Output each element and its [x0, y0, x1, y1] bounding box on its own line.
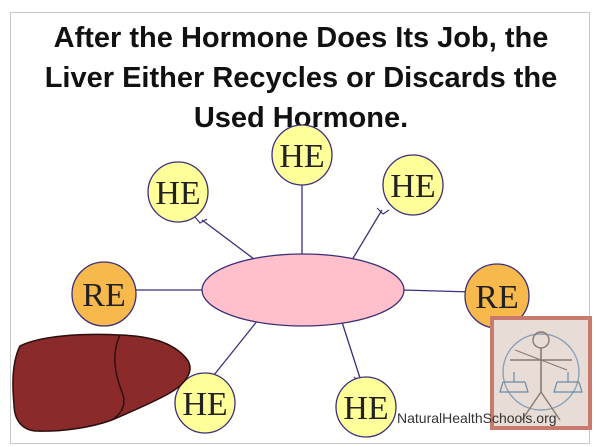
- node-label: HE: [182, 386, 227, 423]
- node-he-upper-right: HE: [383, 155, 443, 215]
- connector-he-upper-left: [202, 220, 258, 262]
- liver-hub-ellipse: [202, 254, 404, 326]
- node-label: RE: [82, 277, 125, 314]
- connector-he-lower-right: [342, 322, 360, 378]
- node-label: HE: [390, 168, 435, 205]
- node-label: HE: [155, 175, 200, 212]
- connector-re-right: [403, 290, 472, 292]
- node-label: HE: [279, 138, 324, 175]
- node-he-lower-right: HE: [336, 377, 396, 437]
- footer-website-label: NaturalHealthSchools.org: [397, 410, 557, 426]
- node-he-upper-left: HE: [148, 162, 208, 222]
- node-label: RE: [475, 279, 518, 316]
- connector-he-lower-left: [210, 320, 258, 380]
- node-he-top: HE: [272, 125, 332, 185]
- node-re-left: RE: [72, 262, 136, 326]
- connector-he-upper-right: [352, 210, 382, 260]
- node-label: HE: [343, 390, 388, 427]
- liver-icon: [13, 334, 190, 431]
